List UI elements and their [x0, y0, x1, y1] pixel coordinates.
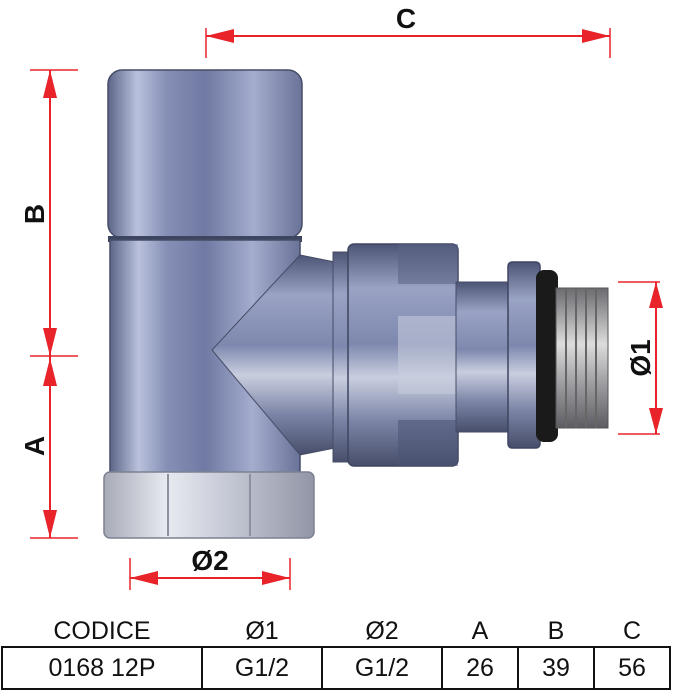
- cell-a: 26: [441, 646, 519, 690]
- dimension-d1-label: Ø1: [625, 339, 656, 376]
- thread-lines: [565, 288, 597, 428]
- dimension-d1: Ø1: [618, 281, 663, 435]
- dimension-b: B: [19, 69, 78, 357]
- valve-cap: [107, 69, 303, 239]
- valve-cone: [211, 254, 336, 456]
- seal-ring: [536, 270, 558, 442]
- dimension-c-label: C: [396, 3, 416, 34]
- valve-technical-drawing: C B A Ø1 Ø2: [19, 3, 663, 590]
- dimension-b-label: B: [19, 204, 50, 224]
- bottom-hex-nut: [103, 471, 315, 539]
- header-d2: Ø2: [365, 617, 399, 645]
- cell-codice: 0168 12P: [1, 646, 203, 690]
- dimension-c: C: [205, 3, 611, 58]
- cell-d1: G1/2: [201, 646, 323, 690]
- cell-c: 56: [593, 646, 671, 690]
- header-c: C: [622, 617, 642, 645]
- valve-body: [103, 69, 609, 539]
- dimension-a: A: [19, 356, 78, 539]
- header-b: B: [547, 617, 565, 645]
- header-d1: Ø1: [245, 617, 279, 645]
- table-header-row: CODICE Ø1 Ø2 A B C: [2, 612, 670, 647]
- table-row: 0168 12P G1/2 G1/2 26 39 56: [1, 646, 671, 690]
- header-a: A: [471, 617, 489, 645]
- header-codice: CODICE: [53, 617, 151, 645]
- cell-b: 39: [517, 646, 595, 690]
- dimension-d2: Ø2: [129, 545, 291, 590]
- tail-collar: [507, 261, 541, 449]
- dimension-a-label: A: [19, 436, 50, 456]
- tail-pipe: [455, 281, 513, 433]
- cell-d2: G1/2: [321, 646, 443, 690]
- threaded-end: [555, 287, 609, 429]
- specification-table: CODICE Ø1 Ø2 A B C 0168 12P G1/2 G1/2 26…: [1, 612, 671, 690]
- dimension-d2-label: Ø2: [191, 545, 228, 576]
